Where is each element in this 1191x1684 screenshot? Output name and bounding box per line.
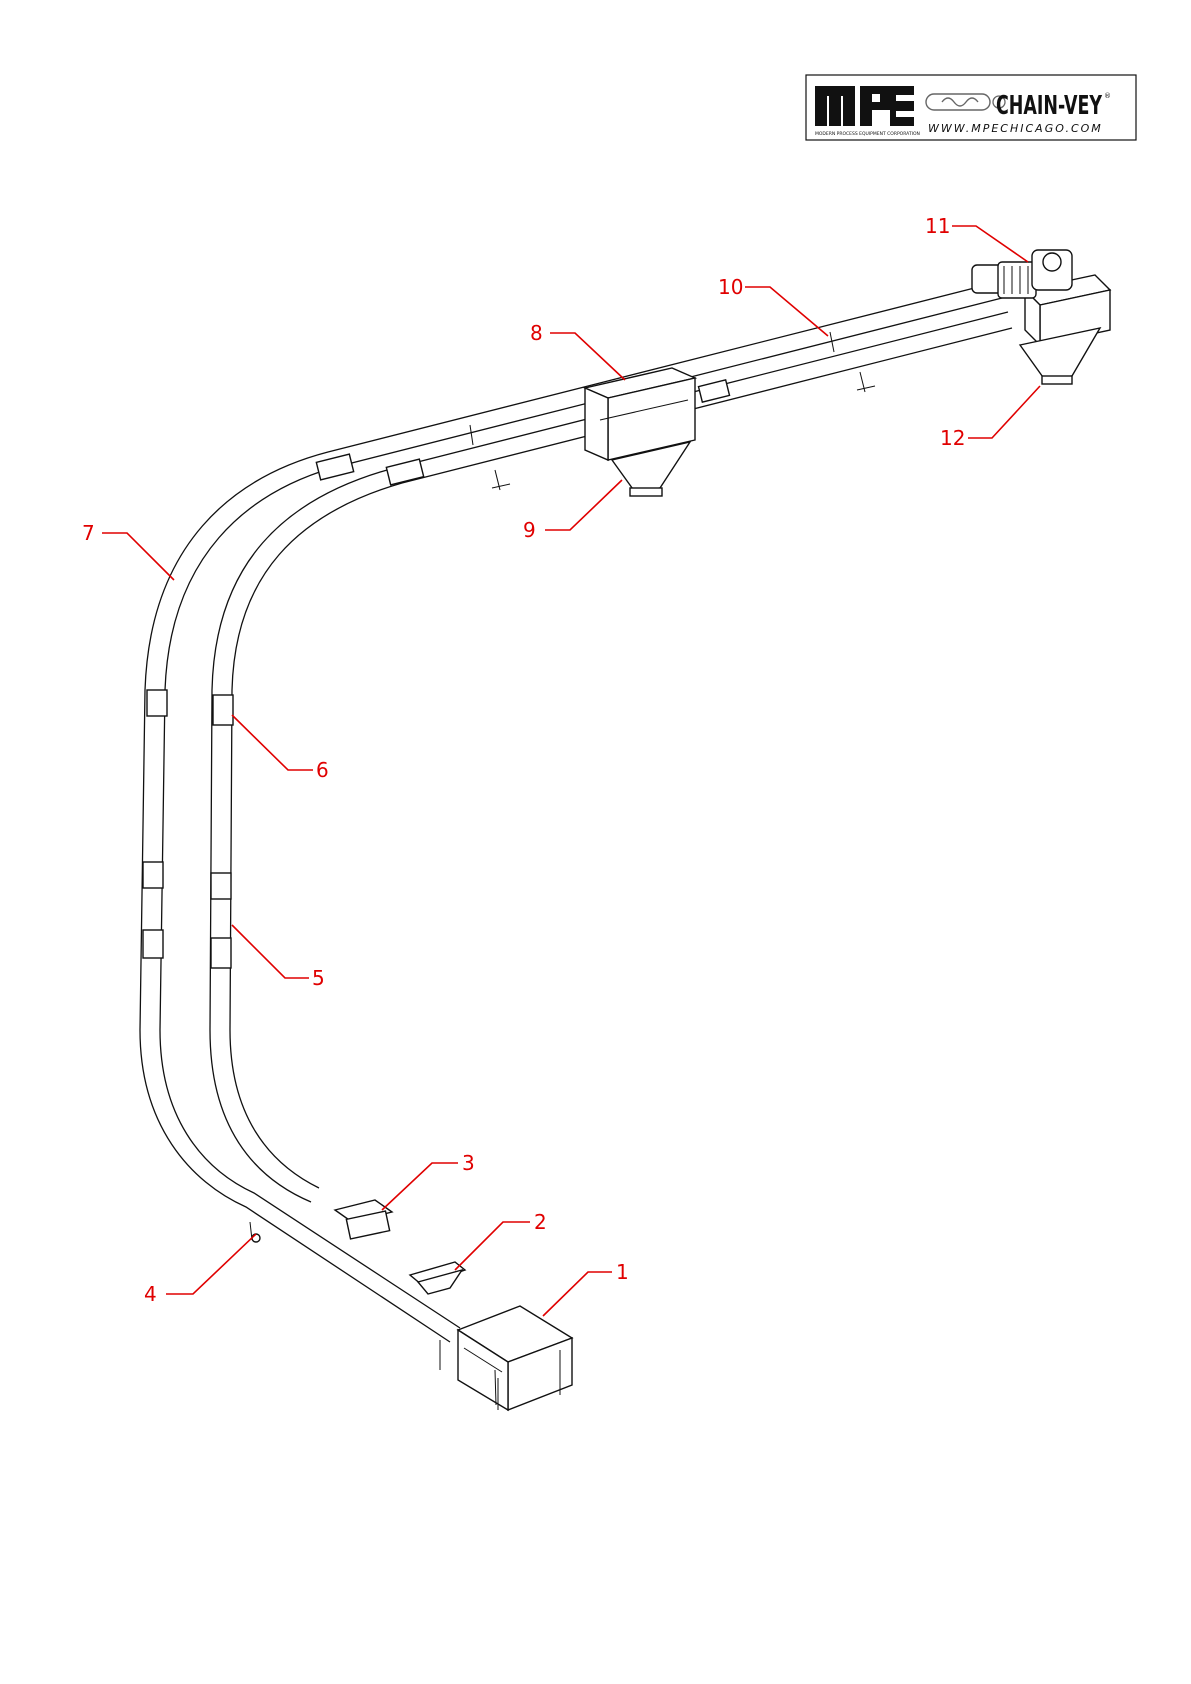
callout-7: 7 bbox=[82, 521, 174, 580]
callout-11: 11 bbox=[925, 214, 1028, 262]
company-line: MODERN PROCESS EQUIPMENT CORPORATION bbox=[815, 131, 920, 137]
callout-5: 5 bbox=[232, 925, 325, 990]
svg-text:10: 10 bbox=[718, 275, 743, 299]
outer-pipe bbox=[140, 282, 1002, 1342]
pipe-couplings bbox=[143, 332, 875, 968]
callout-3: 3 bbox=[382, 1151, 475, 1210]
svg-text:6: 6 bbox=[316, 758, 329, 782]
intermediate-housing bbox=[585, 368, 695, 496]
svg-text:7: 7 bbox=[82, 521, 95, 545]
svg-text:1: 1 bbox=[616, 1260, 629, 1284]
svg-text:12: 12 bbox=[940, 426, 965, 450]
trademark-mark: ® bbox=[1104, 92, 1111, 100]
svg-text:8: 8 bbox=[530, 321, 543, 345]
svg-text:5: 5 bbox=[312, 966, 325, 990]
svg-text:3: 3 bbox=[462, 1151, 475, 1175]
svg-text:4: 4 bbox=[144, 1282, 157, 1306]
mpe-mark bbox=[815, 86, 914, 126]
callout-4: 4 bbox=[144, 1234, 256, 1306]
callout-6: 6 bbox=[232, 715, 329, 782]
callout-9: 9 bbox=[523, 480, 622, 542]
company-logo: MODERN PROCESS EQUIPMENT CORPORATION CHA… bbox=[806, 75, 1136, 140]
callout-8: 8 bbox=[530, 321, 625, 380]
product-name: CHAIN-VEY bbox=[996, 91, 1103, 121]
website-text: WWW.MPECHICAGO.COM bbox=[928, 122, 1103, 135]
callout-2: 2 bbox=[455, 1210, 547, 1270]
callout-12: 12 bbox=[940, 386, 1040, 450]
callout-1: 1 bbox=[543, 1260, 629, 1316]
svg-text:2: 2 bbox=[534, 1210, 547, 1234]
callout-10: 10 bbox=[718, 275, 828, 336]
svg-text:11: 11 bbox=[925, 214, 950, 238]
svg-text:9: 9 bbox=[523, 518, 536, 542]
